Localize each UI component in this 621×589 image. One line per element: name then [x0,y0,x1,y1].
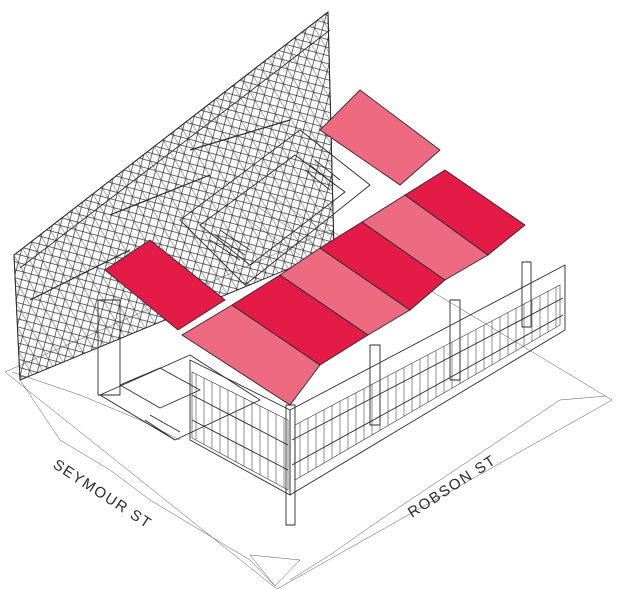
street-label-seymour: SEYMOUR ST [50,456,155,532]
escalator-icon [209,229,251,261]
roof-panels [104,89,526,406]
street-label-robson: ROBSON ST [405,452,500,522]
roof-panel-back [319,89,441,186]
lattice-screen-wall [13,11,335,381]
escalator-icon [304,159,341,191]
corner-paving-icon [249,554,301,587]
roof-panel-left-wing [104,239,226,331]
central-atrium [179,129,371,286]
roof-panel-front-6 [404,169,526,256]
building-facades [189,261,566,526]
